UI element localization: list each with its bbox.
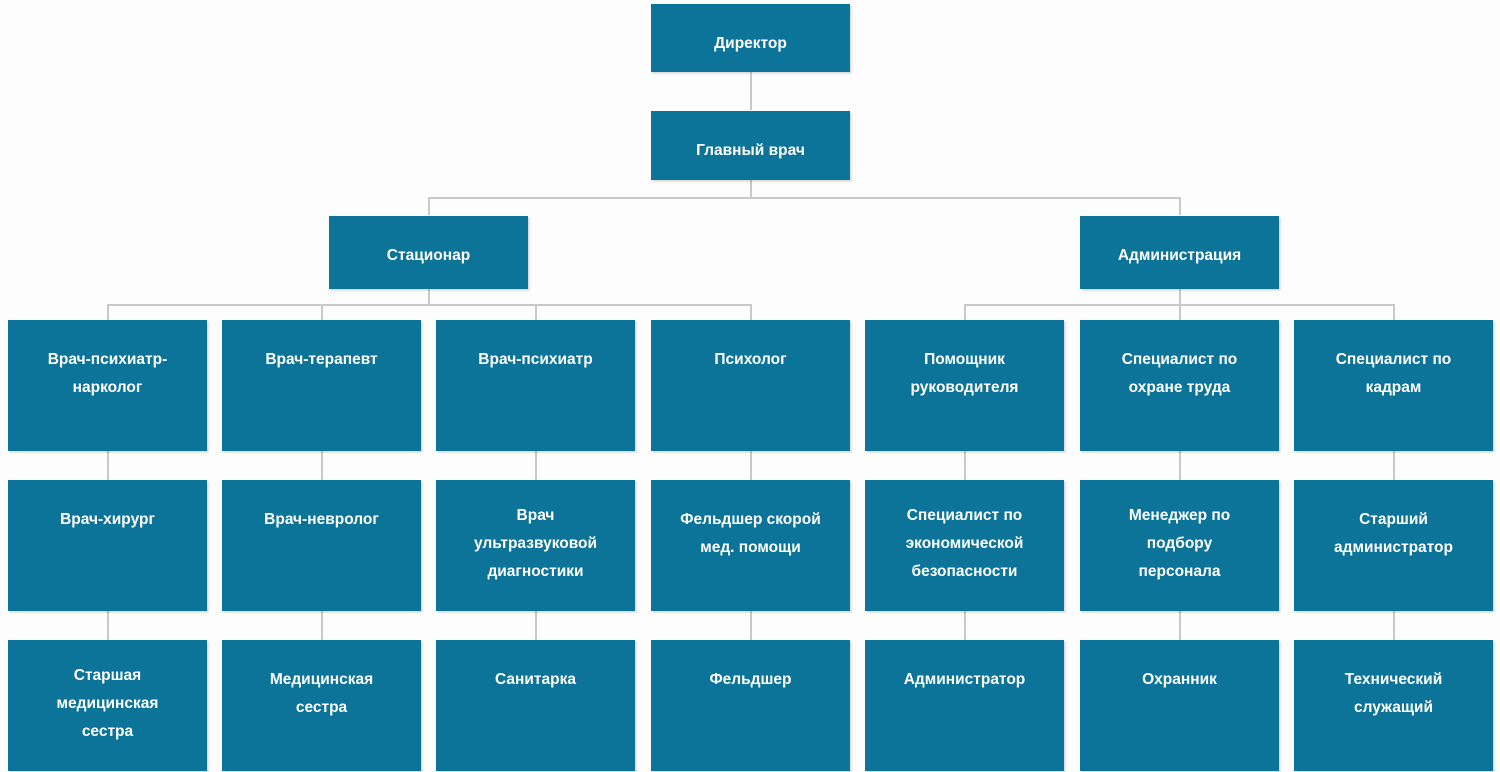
node-head-nurse[interactable]: Старшая медицинская сестра	[8, 640, 207, 771]
node-recruitment-manager[interactable]: Менеджер по подбору персонала	[1080, 480, 1279, 611]
node-security-guard-label: Охранник	[1142, 671, 1217, 688]
node-administrator[interactable]: Администратор	[865, 640, 1064, 771]
node-psychologist-label: Психолог	[714, 351, 787, 368]
node-senior-administrator-label: Старший администратор	[1334, 511, 1453, 556]
node-recruitment-manager-label: Менеджер по подбору персонала	[1128, 507, 1231, 580]
node-technical-staff[interactable]: Технический служащий	[1294, 640, 1493, 771]
connector-level3-bus	[428, 197, 1180, 199]
node-orderly-label: Санитарка	[495, 671, 576, 688]
node-stationar[interactable]: Стационар	[329, 216, 528, 289]
node-psychiatrist-narcologist-label: Врач-психиатр- нарколог	[47, 351, 168, 396]
node-psychiatrist-label: Врач-психиатр	[478, 351, 593, 368]
node-labor-safety-specialist-label: Специалист по охране труда	[1121, 351, 1238, 396]
node-hr-specialist-label: Специалист по кадрам	[1335, 351, 1452, 396]
node-assistant-manager-label: Помощник руководителя	[910, 351, 1019, 396]
node-ambulance-paramedic-label: Фельдшер скорой мед. помощи	[680, 511, 821, 556]
connector-col4-r5-r6	[750, 611, 752, 640]
connector-col3-r4-r5	[535, 451, 537, 480]
connector-stationar-bus	[107, 304, 751, 306]
node-economic-security-specialist[interactable]: Специалист по экономической безопасности	[865, 480, 1064, 611]
node-administration[interactable]: Администрация	[1080, 216, 1279, 289]
node-ambulance-paramedic[interactable]: Фельдшер скорой мед. помощи	[651, 480, 850, 611]
node-neurologist[interactable]: Врач-невролог	[222, 480, 421, 611]
node-security-guard[interactable]: Охранник	[1080, 640, 1279, 771]
connector-administration-drop-2	[1179, 304, 1181, 320]
node-director-label: Директор	[714, 35, 787, 52]
node-hr-specialist[interactable]: Специалист по кадрам	[1294, 320, 1493, 451]
node-ultrasound-doctor[interactable]: Врач ультразвуковой диагностики	[436, 480, 635, 611]
connector-bus-administration	[1179, 197, 1181, 215]
node-chief-doctor[interactable]: Главный врач	[651, 111, 850, 180]
node-labor-safety-specialist[interactable]: Специалист по охране труда	[1080, 320, 1279, 451]
connector-col5-r5-r6	[964, 611, 966, 640]
node-senior-administrator[interactable]: Старший администратор	[1294, 480, 1493, 611]
connector-col7-r5-r6	[1393, 611, 1395, 640]
connector-col7-r4-r5	[1393, 451, 1395, 480]
connector-col5-r4-r5	[964, 451, 966, 480]
connector-director-chief	[750, 72, 752, 110]
node-orderly[interactable]: Санитарка	[436, 640, 635, 771]
connector-col1-r4-r5	[107, 451, 109, 480]
node-nurse-label: Медицинская сестра	[269, 671, 374, 716]
connector-stationar-drop-1	[107, 304, 109, 320]
node-director[interactable]: Директор	[651, 4, 850, 72]
connector-administration-drop-3	[1393, 304, 1395, 320]
node-administration-label: Администрация	[1117, 247, 1242, 264]
node-nurse[interactable]: Медицинская сестра	[222, 640, 421, 771]
node-surgeon[interactable]: Врач-хирург	[8, 480, 207, 611]
node-psychiatrist[interactable]: Врач-психиатр	[436, 320, 635, 451]
connector-administration-stem	[1179, 289, 1181, 305]
node-psychologist[interactable]: Психолог	[651, 320, 850, 451]
node-chief-doctor-label: Главный врач	[696, 142, 805, 159]
node-administrator-label: Администратор	[903, 671, 1026, 688]
node-neurologist-label: Врач-невролог	[264, 511, 379, 528]
node-ultrasound-doctor-label: Врач ультразвуковой диагностики	[473, 507, 598, 580]
connector-col6-r4-r5	[1179, 451, 1181, 480]
connector-chief-stem	[750, 180, 752, 198]
connector-stationar-drop-2	[321, 304, 323, 320]
connector-col3-r5-r6	[535, 611, 537, 640]
connector-col1-r5-r6	[107, 611, 109, 640]
connector-col2-r4-r5	[321, 451, 323, 480]
node-head-nurse-label: Старшая медицинская сестра	[56, 667, 159, 740]
connector-administration-drop-1	[964, 304, 966, 320]
connector-stationar-drop-3	[535, 304, 537, 320]
node-psychiatrist-narcologist[interactable]: Врач-психиатр- нарколог	[8, 320, 207, 451]
node-stationar-label: Стационар	[386, 247, 471, 264]
node-economic-security-specialist-label: Специалист по экономической безопасности	[905, 507, 1024, 580]
node-paramedic[interactable]: Фельдшер	[651, 640, 850, 771]
connector-stationar-stem	[428, 289, 430, 305]
node-technical-staff-label: Технический служащий	[1344, 671, 1443, 716]
node-therapist-label: Врач-терапевт	[265, 351, 378, 368]
node-paramedic-label: Фельдшер	[709, 671, 792, 688]
node-therapist[interactable]: Врач-терапевт	[222, 320, 421, 451]
connector-col2-r5-r6	[321, 611, 323, 640]
connector-stationar-drop-4	[750, 304, 752, 320]
connector-bus-stationar	[428, 197, 430, 215]
node-surgeon-label: Врач-хирург	[60, 511, 155, 528]
connector-col4-r4-r5	[750, 451, 752, 480]
connector-col6-r5-r6	[1179, 611, 1181, 640]
node-assistant-manager[interactable]: Помощник руководителя	[865, 320, 1064, 451]
